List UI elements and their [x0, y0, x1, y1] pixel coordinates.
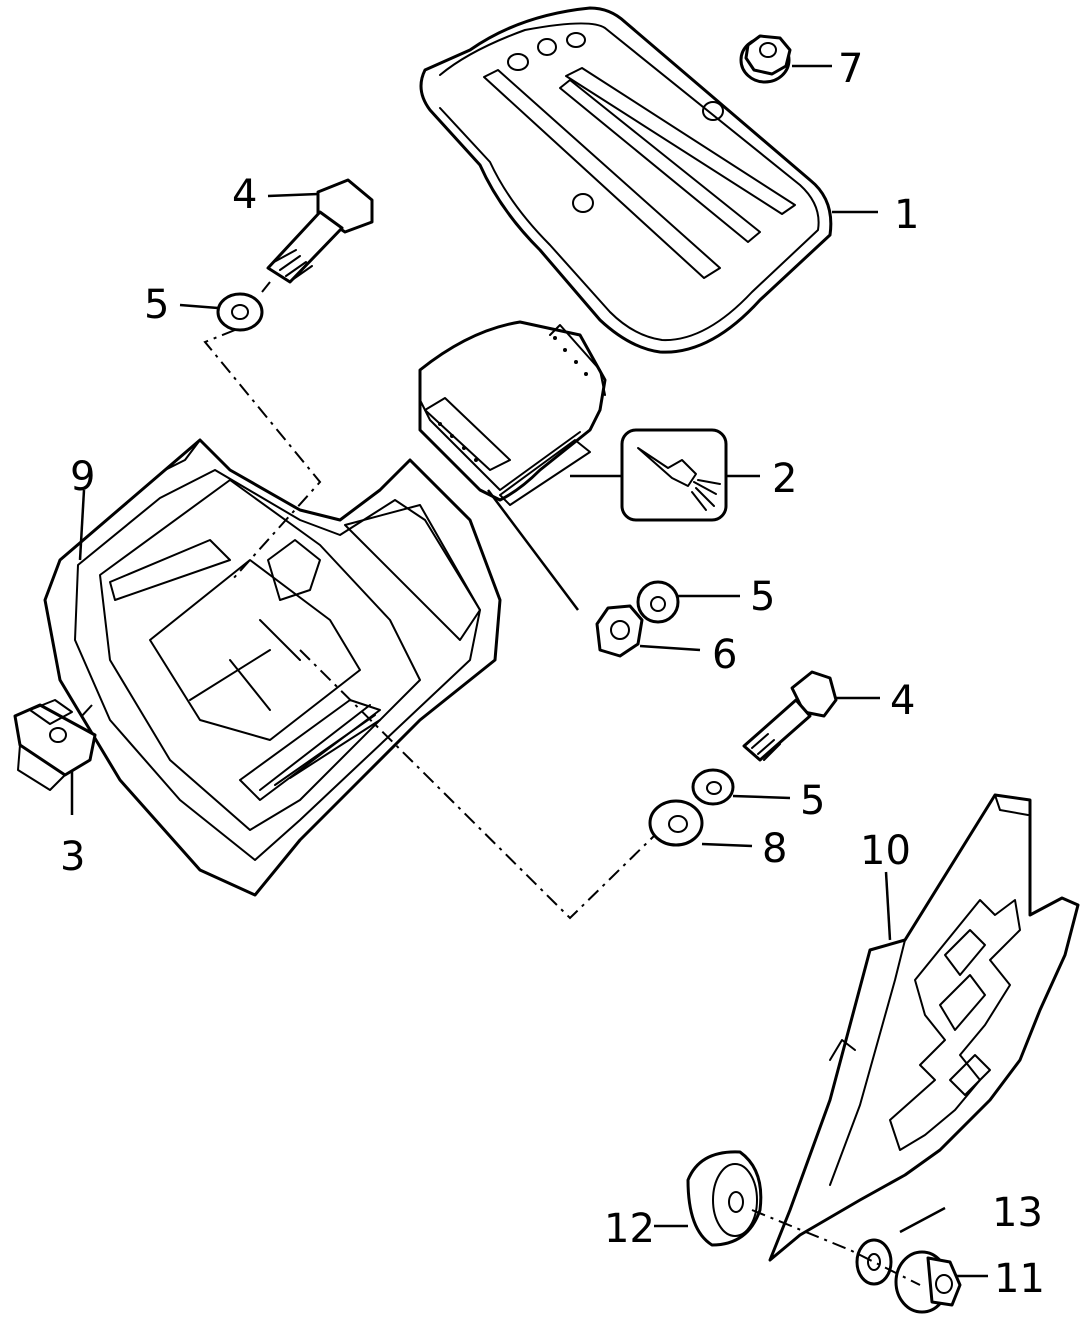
washer-nozzle-icon: [620, 428, 728, 522]
part-5-washer-lower: [691, 768, 735, 806]
callout-labels: 1 7 4 5 2 9 5 6 4 5 8 3 10 12 13 11: [60, 46, 1045, 1302]
callout-13: 13: [992, 1190, 1043, 1236]
callout-11: 11: [994, 1256, 1045, 1302]
part-3-clip-nut: [13, 699, 97, 791]
callout-12: 12: [604, 1206, 655, 1252]
part-8-large-washer: [648, 799, 704, 847]
callout-2: 2: [772, 456, 797, 502]
callout-6: 6: [712, 632, 737, 678]
part-4-bolt-upper: [266, 178, 374, 284]
part-5-washer-upper: [216, 292, 264, 332]
callout-4-upper: 4: [232, 172, 257, 218]
leader-lines: [70, 64, 988, 1278]
part-10-bracket-plate: [768, 793, 1080, 1262]
part-12-rubber-bush: [686, 1150, 763, 1247]
part-9-battery-tray: [43, 438, 502, 897]
callout-8: 8: [762, 826, 787, 872]
callout-1: 1: [894, 192, 919, 238]
part-1-cover-plate: [419, 6, 833, 354]
callout-7: 7: [838, 46, 863, 92]
callout-5-upper: 5: [144, 282, 169, 328]
part-4-bolt-lower: [742, 670, 838, 762]
part-13-washer: [855, 1238, 893, 1286]
callout-10: 10: [860, 828, 911, 874]
callout-5-lower: 5: [800, 778, 825, 824]
callout-9: 9: [70, 454, 95, 500]
callout-3: 3: [60, 834, 85, 880]
part-11-flange-nut: [894, 1250, 962, 1314]
part-7-flange-nut: [739, 34, 792, 84]
part-6-hex-nut: [595, 604, 644, 658]
callout-5-middle: 5: [750, 574, 775, 620]
part-2-reservoir-module: [418, 320, 607, 506]
part-5-washer-middle: [636, 580, 680, 624]
callout-4-lower: 4: [890, 678, 915, 724]
assembly-lines: [79, 281, 921, 1286]
